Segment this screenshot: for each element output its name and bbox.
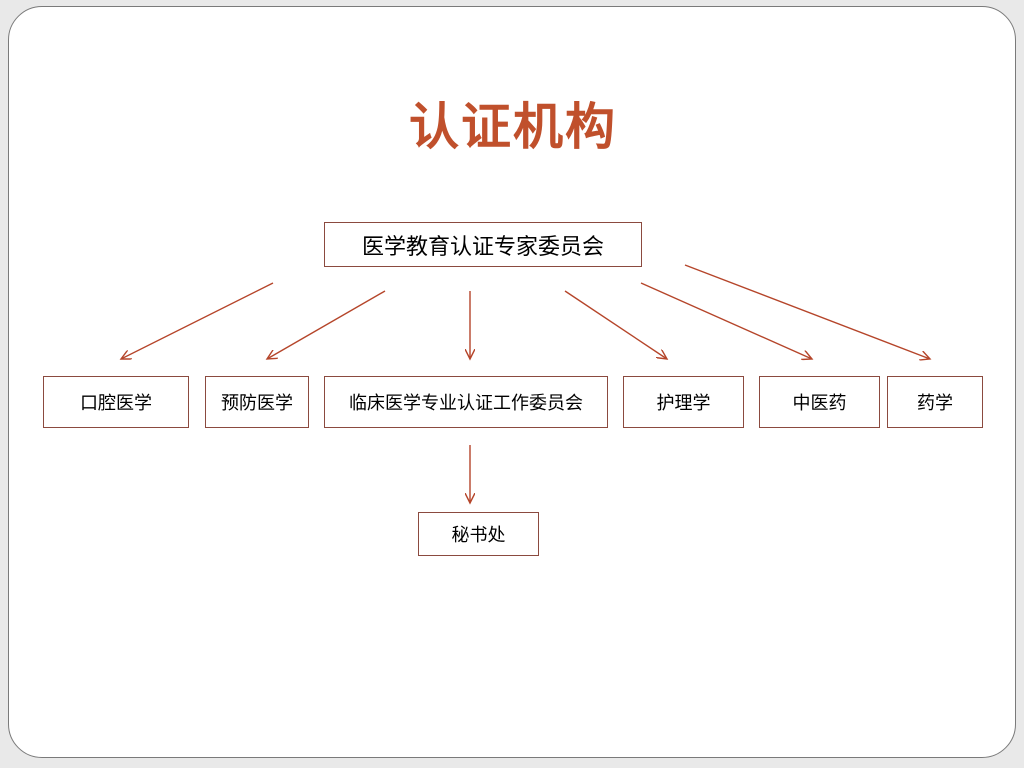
arrow-to-oral-medicine <box>121 282 274 359</box>
arrow-connectors <box>9 264 1016 758</box>
node-tcm: 中医药 <box>759 376 880 428</box>
slide-title: 认证机构 <box>409 97 617 156</box>
node-preventive-medicine: 预防医学 <box>205 376 309 428</box>
arrow-to-preventive-medicine <box>267 290 386 359</box>
node-nursing: 护理学 <box>623 376 744 428</box>
root-node: 医学教育认证专家委员会 <box>324 222 642 267</box>
arrow-to-pharmacy <box>684 264 930 359</box>
arrow-to-nursing <box>564 290 667 359</box>
node-secretariat: 秘书处 <box>418 512 539 556</box>
slide: 认证机构 医学教育认证专家委员会 口腔医学 预防医学 临床医学专业认证工作委员会… <box>8 6 1016 758</box>
node-oral-medicine: 口腔医学 <box>43 376 189 428</box>
arrow-to-tcm <box>640 282 812 359</box>
node-pharmacy: 药学 <box>887 376 983 428</box>
node-clinical-medicine-committee: 临床医学专业认证工作委员会 <box>324 376 608 428</box>
